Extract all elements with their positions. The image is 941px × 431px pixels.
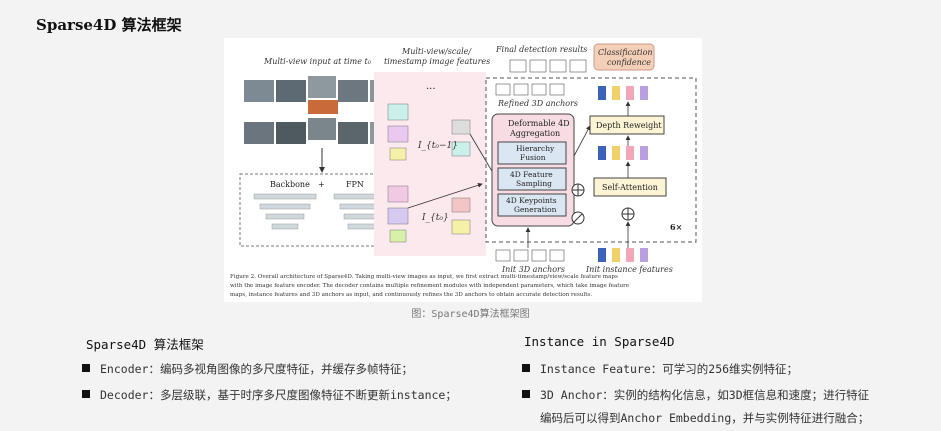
features-label-line2: timestamp image features [384, 57, 490, 66]
ellipsis: ··· [426, 84, 436, 95]
bullet-marker [82, 364, 90, 372]
hierarchy-line1: Hierarchy [516, 144, 555, 153]
depth-reweight-block: Depth Reweight [590, 116, 664, 134]
i-curr-label: I_{t₀} [421, 213, 449, 223]
self-attention-label: Self-Attention [602, 183, 658, 192]
deformable-line1: Deformable 4D [508, 119, 570, 128]
self-attention-block: Self-Attention [594, 178, 666, 196]
right-bullet-instance-feature: Instance Feature：可学习的256维实例特征； [522, 361, 798, 377]
figure-caption: 图：Sparse4D算法框架图 [0, 305, 941, 320]
backbone-label: Backbone [270, 180, 310, 189]
right-section-title: Instance in Sparse4D [524, 334, 675, 349]
figure-caption-line3: maps, instance features and 3D anchors a… [230, 292, 592, 298]
bullet-text: 3D Anchor：实例的结构化信息，如3D框信息和速度；进行特征 [540, 388, 869, 402]
figure-caption-line2: with the image feature encoder. The deco… [230, 283, 630, 289]
bullet-text: Decoder：多层级联，基于时序多尺度图像特征不断更新instance； [100, 388, 457, 402]
init-instance-label: Init instance features [585, 265, 673, 274]
repeat-label: 6× [670, 222, 682, 232]
left-bullet-encoder: Encoder：编码多视角图像的多尺度特征，并缓存多帧特征； [82, 361, 413, 377]
bullet-marker [522, 390, 530, 398]
hierarchy-line2: Fusion [520, 153, 546, 162]
classification-line2: confidence [607, 58, 651, 67]
classification-box: Classification confidence [594, 44, 654, 70]
init-instance-bars [598, 248, 648, 262]
fpn-label: FPN [346, 180, 364, 189]
keypoints-line2: Generation [514, 205, 557, 214]
right-bullet-3d-anchor-cont: 编码后可以得到Anchor Embedding，并与实例特征进行融合； [540, 410, 869, 426]
refined-anchor-boxes [496, 84, 564, 95]
deformable-aggregation-block: Deformable 4D Aggregation Hierarchy Fusi… [492, 114, 574, 226]
sampling-line1: 4D Feature [510, 170, 553, 179]
page-title: Sparse4D 算法框架 [36, 14, 182, 35]
instance-bars-top [598, 86, 648, 100]
final-detection-label: Final detection results [495, 45, 587, 54]
bullet-text: Encoder：编码多视角图像的多尺度特征，并缓存多帧特征； [100, 362, 413, 376]
instance-bars-mid [598, 146, 648, 160]
refined-anchors-label: Refined 3D anchors [497, 99, 578, 108]
sampling-line2: Sampling [516, 179, 552, 188]
input-label: Multi-view input at time t₀ [263, 57, 372, 66]
right-bullet-3d-anchor: 3D Anchor：实例的结构化信息，如3D框信息和速度；进行特征 [522, 387, 869, 403]
classification-line1: Classification [598, 48, 653, 57]
plus-sign: + [318, 180, 325, 189]
init-anchors-label: Init 3D anchors [501, 265, 565, 274]
architecture-figure: Multi-view input at time t₀ Backbone + F… [224, 38, 702, 302]
i-prev-label: I_{t₀−1} [417, 141, 458, 151]
bullet-marker [522, 364, 530, 372]
bullet-marker [82, 390, 90, 398]
depth-reweight-label: Depth Reweight [596, 121, 662, 130]
figure-caption-line1: Figure 2. Overall architecture of Sparse… [230, 274, 618, 280]
final-detection-boxes [510, 60, 586, 72]
keypoints-line1: 4D Keypoints [506, 196, 557, 205]
bullet-text: 编码后可以得到Anchor Embedding，并与实例特征进行融合； [540, 411, 869, 425]
deformable-line2: Aggregation [509, 129, 560, 138]
left-bullet-decoder: Decoder：多层级联，基于时序多尺度图像特征不断更新instance； [82, 387, 457, 403]
init-anchor-boxes [496, 250, 564, 261]
bullet-text: Instance Feature：可学习的256维实例特征； [540, 362, 798, 376]
left-section-title: Sparse4D 算法框架 [86, 334, 204, 353]
features-label-line1: Multi-view/scale/ [401, 47, 472, 56]
